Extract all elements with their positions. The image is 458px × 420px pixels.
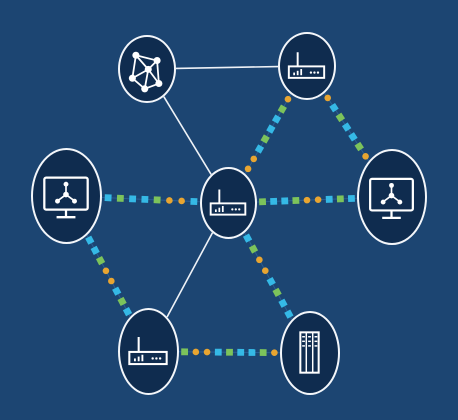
packet-dot: [214, 348, 222, 356]
link-router-center-to-router-bottom-left: [166, 232, 214, 318]
packet-dot: [102, 267, 110, 275]
packet-dot: [242, 233, 253, 243]
packet-dot: [248, 244, 259, 254]
packet-link-router-top-right-to-monitor-right: [324, 92, 370, 162]
packet-dot: [122, 307, 133, 317]
packet-dot: [116, 194, 124, 202]
node-router-top-right: [278, 32, 336, 100]
packet-dot: [250, 155, 258, 163]
links-layer: [85, 65, 370, 356]
packet-dot: [329, 102, 339, 113]
packet-link-track: [86, 234, 131, 317]
packet-dot: [248, 349, 256, 356]
node-monitor-right: [357, 149, 427, 245]
packet-dot: [244, 165, 252, 173]
packet-dot: [284, 309, 294, 319]
packet-dot: [141, 195, 149, 203]
packet-dot: [270, 197, 278, 205]
router-icon: [209, 189, 247, 216]
packet-dot: [362, 152, 369, 160]
packet-dot: [203, 348, 211, 356]
packet-dot: [259, 198, 267, 206]
packet-dot: [261, 267, 269, 274]
packet-dot: [292, 197, 300, 205]
packet-dot: [112, 286, 122, 296]
packet-dot: [178, 197, 185, 205]
packet-dot: [95, 256, 106, 266]
packet-dot: [190, 197, 198, 206]
packet-dot: [271, 114, 282, 124]
link-mesh-top-left-to-router-center: [163, 96, 212, 175]
node-mesh-top-left: [118, 35, 176, 103]
packet-dot: [153, 196, 161, 204]
packet-dot: [117, 296, 127, 307]
packet-dot: [181, 348, 189, 356]
packet-dot: [324, 94, 332, 102]
packet-dot: [314, 196, 322, 204]
server-rack-icon: [299, 331, 320, 374]
packet-link-router-center-to-router-top-right: [244, 93, 292, 175]
packet-dot: [266, 276, 276, 287]
packet-dot: [85, 235, 95, 245]
packet-dot: [277, 104, 287, 114]
packet-dot: [347, 194, 355, 203]
node-server-bottom-right: [280, 311, 340, 395]
packet-dot: [237, 348, 245, 356]
packet-dot: [354, 141, 364, 152]
link-mesh-top-left-to-router-top-right: [175, 65, 279, 70]
packet-dot: [192, 348, 200, 356]
node-router-bottom-left: [118, 308, 179, 395]
packet-dot: [108, 277, 115, 285]
packet-link-router-center-to-server-bottom-right: [242, 232, 294, 320]
packet-dot: [325, 195, 333, 203]
packet-dot: [341, 122, 352, 132]
packet-link-router-center-to-monitor-right: [256, 194, 358, 206]
packet-dot: [284, 95, 292, 103]
packet-link-track: [244, 232, 293, 320]
monitor-network-icon: [369, 177, 414, 219]
packet-dot: [335, 112, 346, 123]
router-icon: [287, 52, 326, 79]
packet-link-monitor-left-to-router-center: [101, 194, 201, 206]
packet-dot: [281, 197, 289, 205]
packet-link-monitor-left-to-router-bottom-left: [85, 234, 133, 317]
packet-dot: [104, 194, 112, 202]
packet-dot: [254, 144, 265, 154]
packet-link-router-bottom-left-to-server-bottom-right: [178, 348, 281, 356]
packet-dot: [256, 256, 263, 264]
packet-dot: [348, 132, 358, 142]
packet-dot: [166, 197, 173, 204]
packet-dot: [129, 195, 137, 203]
mesh-network-icon: [128, 51, 163, 93]
packet-dot: [226, 348, 233, 356]
packet-dot: [303, 196, 311, 204]
packet-link-track: [244, 93, 292, 175]
packet-dot: [278, 298, 288, 308]
monitor-network-icon: [43, 176, 89, 219]
packet-dot: [266, 124, 276, 134]
packet-dot: [271, 349, 278, 356]
packet-dot: [259, 349, 267, 356]
packet-dot: [336, 195, 344, 203]
node-monitor-left: [31, 148, 102, 244]
packet-dot: [272, 287, 282, 298]
packet-dot: [260, 134, 270, 144]
node-router-center: [200, 167, 257, 239]
router-icon: [128, 337, 168, 366]
packet-link-track: [101, 197, 201, 203]
packet-dot: [90, 245, 100, 255]
